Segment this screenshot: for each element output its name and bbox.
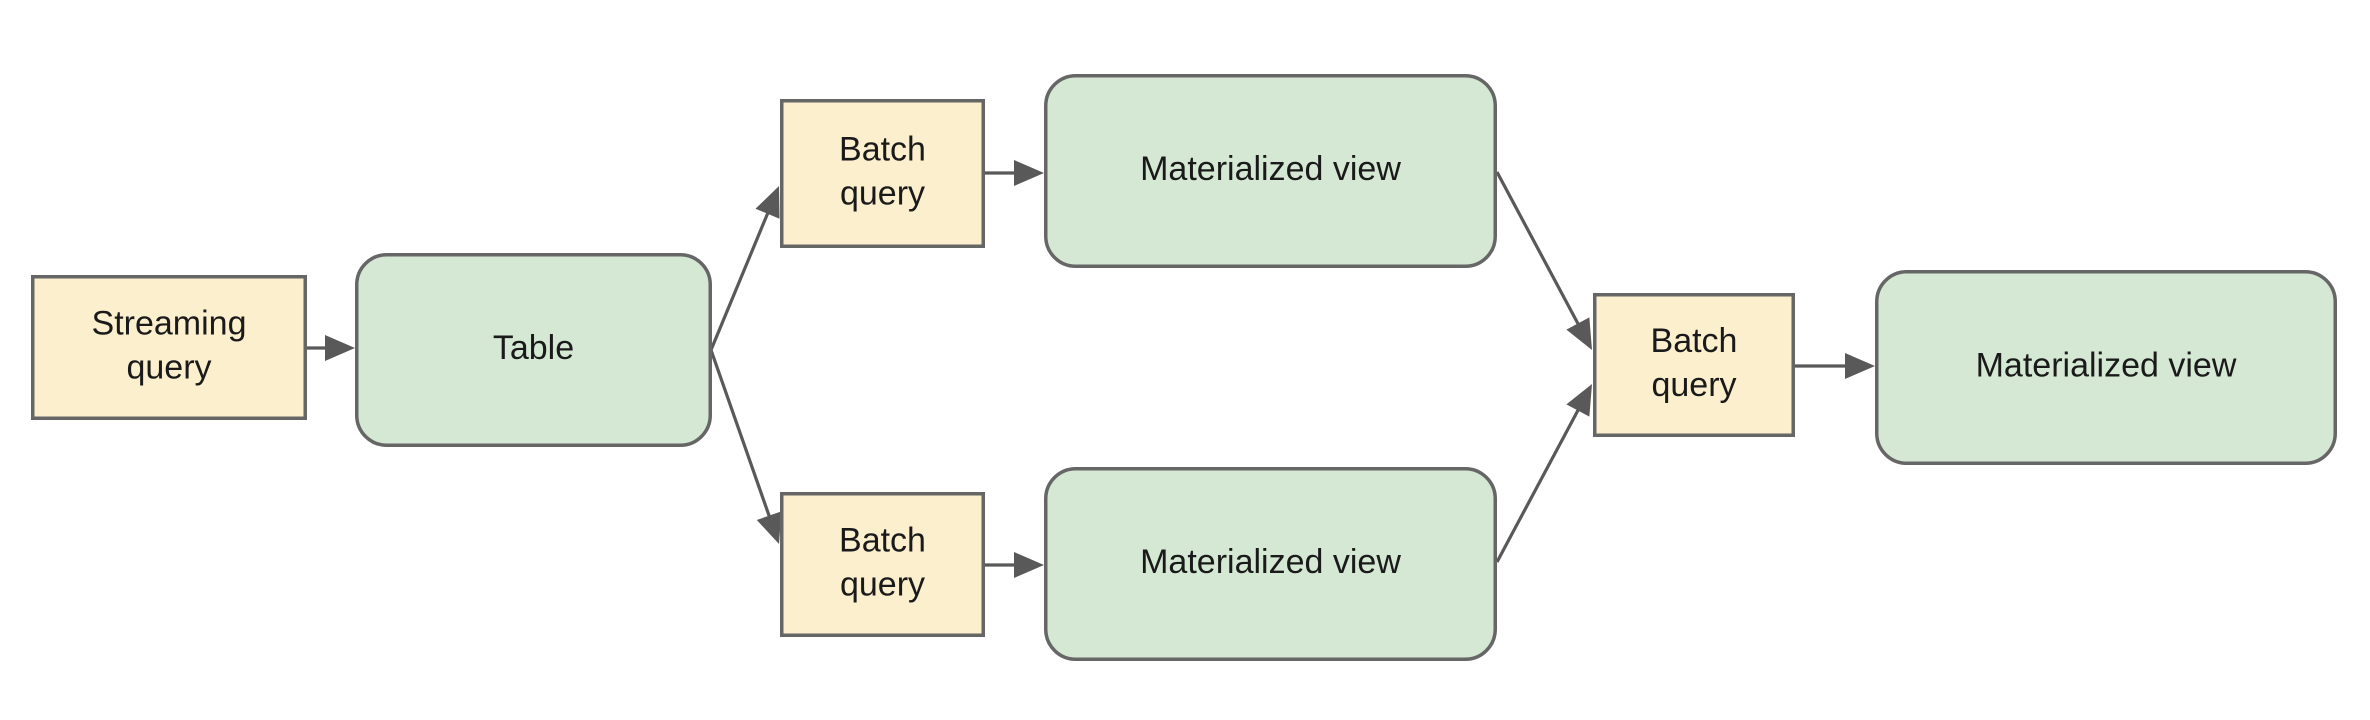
node-materialized-view-top[interactable]: Materialized view [1044, 74, 1497, 268]
arrowhead-icon [755, 186, 780, 219]
node-layer: StreamingqueryTableBatchqueryMaterialize… [31, 74, 2337, 661]
node-materialized-view-bottom[interactable]: Materialized view [1044, 467, 1497, 661]
edge-line [1495, 407, 1581, 563]
table-label: Table [493, 329, 574, 367]
edge-materialized-view-top-to-batch-query-center [1495, 171, 1592, 350]
batch-query-bottom-label: query [840, 565, 925, 603]
edge-line [709, 349, 772, 519]
edge-batch-query-top-to-materialized-view-top [985, 160, 1044, 186]
node-materialized-view-final[interactable]: Materialized view [1875, 270, 2337, 465]
batch-query-center-shape[interactable] [1593, 293, 1795, 437]
edge-line [709, 211, 770, 351]
node-streaming-query[interactable]: Streaming query [31, 275, 307, 420]
node-table[interactable]: Table [355, 253, 712, 447]
batch-query-center-label: Batch [1651, 322, 1738, 360]
materialized-view-bottom-label: Materialized view [1140, 543, 1401, 581]
arrowhead-icon [1014, 552, 1044, 578]
materialized-view-bottom-shape[interactable] [1044, 467, 1497, 661]
arrowhead-icon [1845, 353, 1875, 379]
edge-batch-query-bottom-to-materialized-view-bottom [985, 552, 1044, 578]
batch-query-bottom-shape[interactable] [780, 492, 985, 637]
materialized-view-top-label: Materialized view [1140, 150, 1401, 188]
table-shape[interactable] [355, 253, 712, 447]
edge-streaming-query-to-table [307, 335, 355, 361]
node-batch-query-center[interactable]: Batch query [1593, 293, 1795, 437]
streaming-query-label: query [126, 348, 211, 386]
arrowhead-icon [325, 335, 355, 361]
edge-materialized-view-bottom-to-batch-query-center [1495, 384, 1592, 563]
edge-layer [307, 160, 1875, 578]
streaming-query-shape[interactable] [31, 275, 307, 420]
arrowhead-icon [1566, 384, 1592, 417]
arrowhead-icon [1566, 317, 1592, 350]
batch-query-bottom-label: Batch [839, 521, 926, 559]
node-batch-query-bottom[interactable]: Batch query [780, 492, 985, 637]
streaming-query-label: Streaming [92, 304, 247, 342]
batch-query-top-label: Batch [839, 130, 926, 168]
arrowhead-icon [1014, 160, 1044, 186]
materialized-view-final-shape[interactable] [1875, 270, 2337, 465]
arrowhead-icon [756, 511, 782, 544]
edge-batch-query-center-to-materialized-view-final [1795, 353, 1875, 379]
materialized-view-top-shape[interactable] [1044, 74, 1497, 268]
edge-table-to-batch-query-top [709, 186, 780, 351]
batch-query-center-label: query [1651, 366, 1736, 404]
materialized-view-final-label: Materialized view [1976, 346, 2237, 384]
edge-line [1495, 171, 1581, 327]
batch-query-top-label: query [840, 174, 925, 212]
node-batch-query-top[interactable]: Batch query [780, 99, 985, 248]
batch-query-top-shape[interactable] [780, 99, 985, 248]
edge-table-to-batch-query-bottom [709, 349, 782, 544]
